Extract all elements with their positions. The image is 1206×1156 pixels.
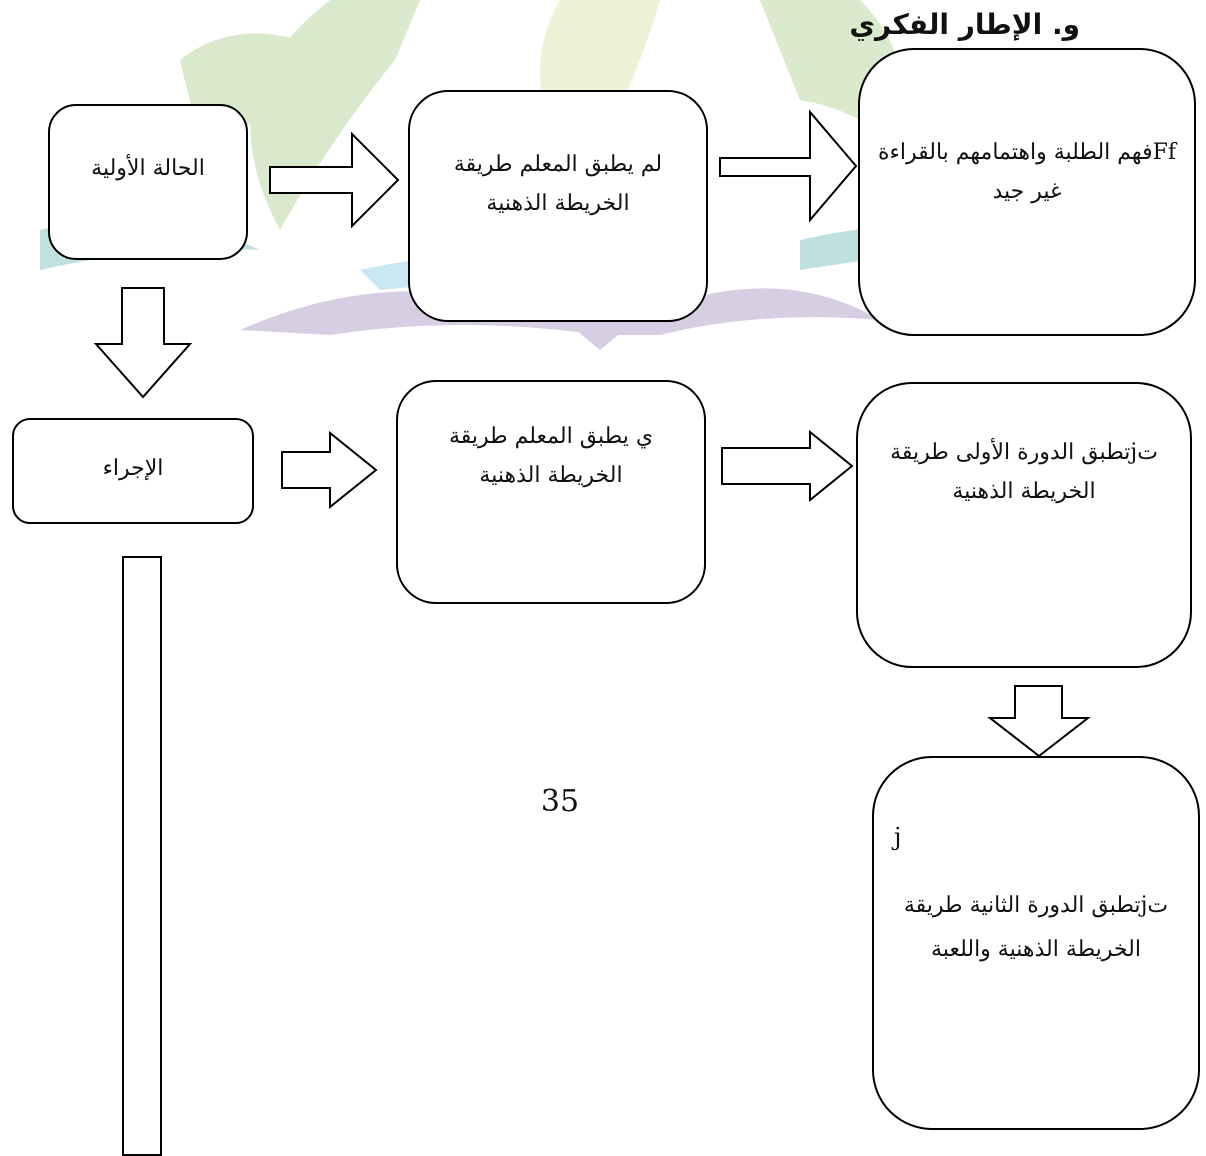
long-arrow-shaft bbox=[122, 556, 162, 1156]
cycle-one-text: تjتطبق الدورة الأولى طريقة الخريطة الذهن… bbox=[890, 440, 1158, 504]
students-understanding-text: Ffفهم الطلبة واهتمامهم بالقراءة غير جيد bbox=[877, 140, 1177, 204]
teacher-applying-box: ي يطبق المعلم طريقة الخريطة الذهنية bbox=[396, 380, 706, 604]
cycle-two-box: j تjتطبق الدورة الثانية طريقة الخريطة ال… bbox=[872, 756, 1200, 1130]
procedure-box: الإجراء bbox=[12, 418, 254, 524]
initial-state-box: الحالة الأولية bbox=[48, 104, 248, 260]
teacher-not-applying-text: لم يطبق المعلم طريقة الخريطة الذهنية bbox=[453, 152, 663, 216]
section-title: و. الإطار الفكري bbox=[849, 8, 1080, 41]
initial-state-text: الحالة الأولية bbox=[91, 156, 205, 181]
cycle-two-letter: j bbox=[894, 823, 902, 851]
right-arrow-icon bbox=[281, 430, 378, 510]
right-arrow-icon bbox=[721, 429, 854, 503]
students-understanding-box: Ffفهم الطلبة واهتمامهم بالقراءة غير جيد bbox=[858, 48, 1196, 336]
teacher-applying-text: ي يطبق المعلم طريقة الخريطة الذهنية bbox=[448, 424, 654, 488]
down-arrow-icon bbox=[987, 685, 1091, 758]
cycle-one-box: تjتطبق الدورة الأولى طريقة الخريطة الذهن… bbox=[856, 382, 1192, 668]
procedure-text: الإجراء bbox=[102, 456, 164, 481]
page-number: 35 bbox=[540, 784, 580, 819]
cycle-two-text: تjتطبق الدورة الثانية طريقة الخريطة الذه… bbox=[903, 893, 1169, 962]
teacher-not-applying-box: لم يطبق المعلم طريقة الخريطة الذهنية bbox=[408, 90, 708, 322]
